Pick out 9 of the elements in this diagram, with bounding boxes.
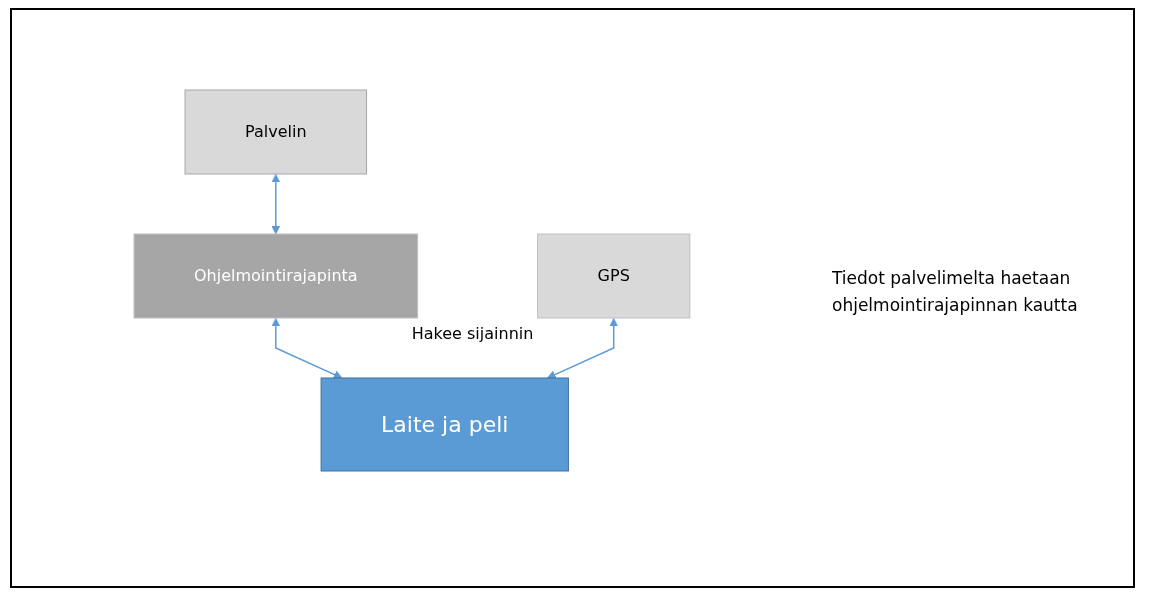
arrow [547,317,619,379]
node-box: Palvelin [184,89,368,174]
node-caption: Hakee sijainnin [411,323,534,343]
arrow [271,173,281,234]
node-box: GPS [537,233,691,318]
node-box: Ohjelmointirajapinta [133,233,419,318]
note-text: Tiedot palvelimelta haetaan ohjelmointirajapinnan kautta [832,267,1079,318]
node-box: Laite ja peli [320,377,569,471]
arrow [271,317,343,379]
